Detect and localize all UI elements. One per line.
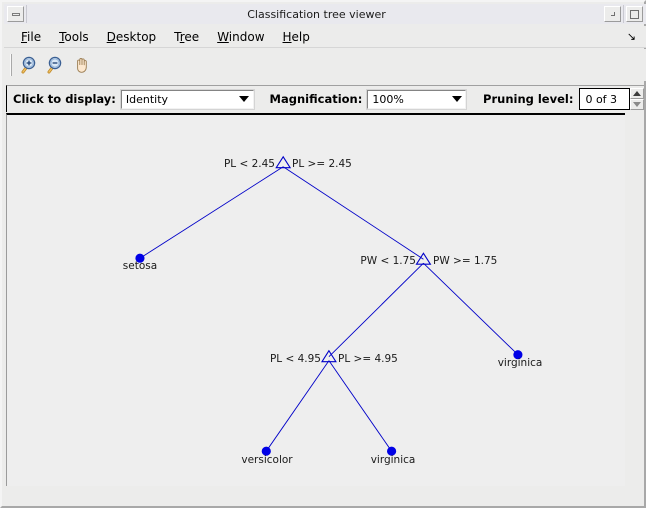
pruning-level-stepper[interactable]: [630, 88, 644, 110]
plot-right-gutter: [625, 113, 640, 486]
click-to-display-label: Click to display:: [13, 92, 116, 106]
menu-desktop[interactable]: Desktop: [106, 29, 157, 44]
click-to-display-chevron-down-icon[interactable]: [236, 91, 253, 108]
title-bar: Classification tree viewer: [4, 4, 646, 24]
tree-split-node[interactable]: [320, 349, 337, 363]
maximize-button[interactable]: [626, 6, 643, 22]
maximize-icon: [630, 9, 639, 19]
tree-leaf-node[interactable]: [387, 446, 397, 456]
tree-edge: [328, 360, 392, 452]
zoom-in-icon: [21, 56, 36, 74]
magnification-chevron-down-icon[interactable]: [448, 91, 465, 108]
toolbar-grip[interactable]: [10, 54, 12, 76]
title-divider-right: [623, 5, 624, 23]
zoom-out-button[interactable]: [43, 52, 69, 78]
window-title: Classification tree viewer: [247, 7, 386, 21]
control-bar: Click to display: Identity Magnification…: [6, 85, 644, 112]
split-right-label: PL >= 4.95: [338, 352, 398, 365]
menu-tools[interactable]: Tools: [59, 29, 89, 44]
pruning-level-value[interactable]: 0 of 3: [579, 88, 630, 110]
tree-edge: [265, 360, 330, 452]
caret-up-icon: [633, 91, 641, 96]
menu-tree[interactable]: Tree: [174, 29, 200, 44]
title-divider-left: [26, 5, 27, 23]
minimize-icon: [11, 13, 20, 16]
caret-down-icon: [633, 102, 641, 107]
split-right-label: PL >= 2.45: [292, 157, 352, 170]
tree-edge: [282, 166, 424, 260]
menu-file[interactable]: File: [21, 29, 42, 44]
restore-button[interactable]: [604, 6, 621, 22]
zoom-in-button[interactable]: [17, 52, 43, 78]
click-to-display-value: Identity: [125, 92, 169, 106]
tree-edge: [139, 166, 284, 259]
minimize-button[interactable]: [7, 6, 24, 22]
split-left-label: PW < 1.75: [360, 254, 416, 267]
tree-leaf-node[interactable]: [261, 446, 271, 456]
tree-leaf-node[interactable]: [513, 350, 523, 360]
pruning-level-decrease-button[interactable]: [630, 99, 644, 110]
leaf-label: versicolor: [241, 454, 293, 466]
pan-hand-icon: [77, 58, 87, 73]
classification-tree-graphic[interactable]: [7, 115, 628, 486]
magnification-value: 100%: [372, 92, 404, 106]
title-bar-buttons: [604, 5, 643, 23]
click-to-display-select[interactable]: Identity: [119, 88, 255, 110]
split-left-label: PL < 4.95: [269, 352, 321, 365]
zoom-out-icon: [47, 56, 62, 74]
menu-help[interactable]: Help: [282, 29, 310, 44]
plot-bottom-gutter: [6, 488, 644, 506]
split-right-label: PW >= 1.75: [433, 254, 498, 267]
pruning-level-label: Pruning level:: [483, 92, 574, 106]
pruning-level-increase-button[interactable]: [630, 88, 644, 99]
tree-split-node[interactable]: [275, 155, 292, 169]
magnification-label: Magnification:: [269, 92, 363, 106]
tree-plot-area[interactable]: PL < 2.45 PL >= 2.45 setosa PW < 1.75 PW >= …: [6, 113, 629, 486]
restore-icon: [610, 12, 615, 16]
menu-bar: File Tools Desktop Tree Window Help ↘: [4, 26, 646, 48]
tree-leaf-node[interactable]: [135, 253, 145, 263]
pan-button[interactable]: [69, 52, 95, 78]
magnification-select[interactable]: 100%: [366, 88, 468, 110]
menu-overflow-icon[interactable]: ↘: [626, 30, 636, 43]
tree-edge: [328, 262, 424, 358]
tool-bar: [4, 49, 646, 81]
split-left-label: PL < 2.45: [223, 157, 275, 170]
tree-edge: [423, 262, 519, 356]
leaf-label: setosa: [122, 260, 158, 272]
leaf-label: virginica: [370, 454, 416, 466]
tree-split-node[interactable]: [415, 252, 432, 265]
menu-window[interactable]: Window: [217, 29, 265, 44]
leaf-label: virginica: [497, 357, 543, 369]
